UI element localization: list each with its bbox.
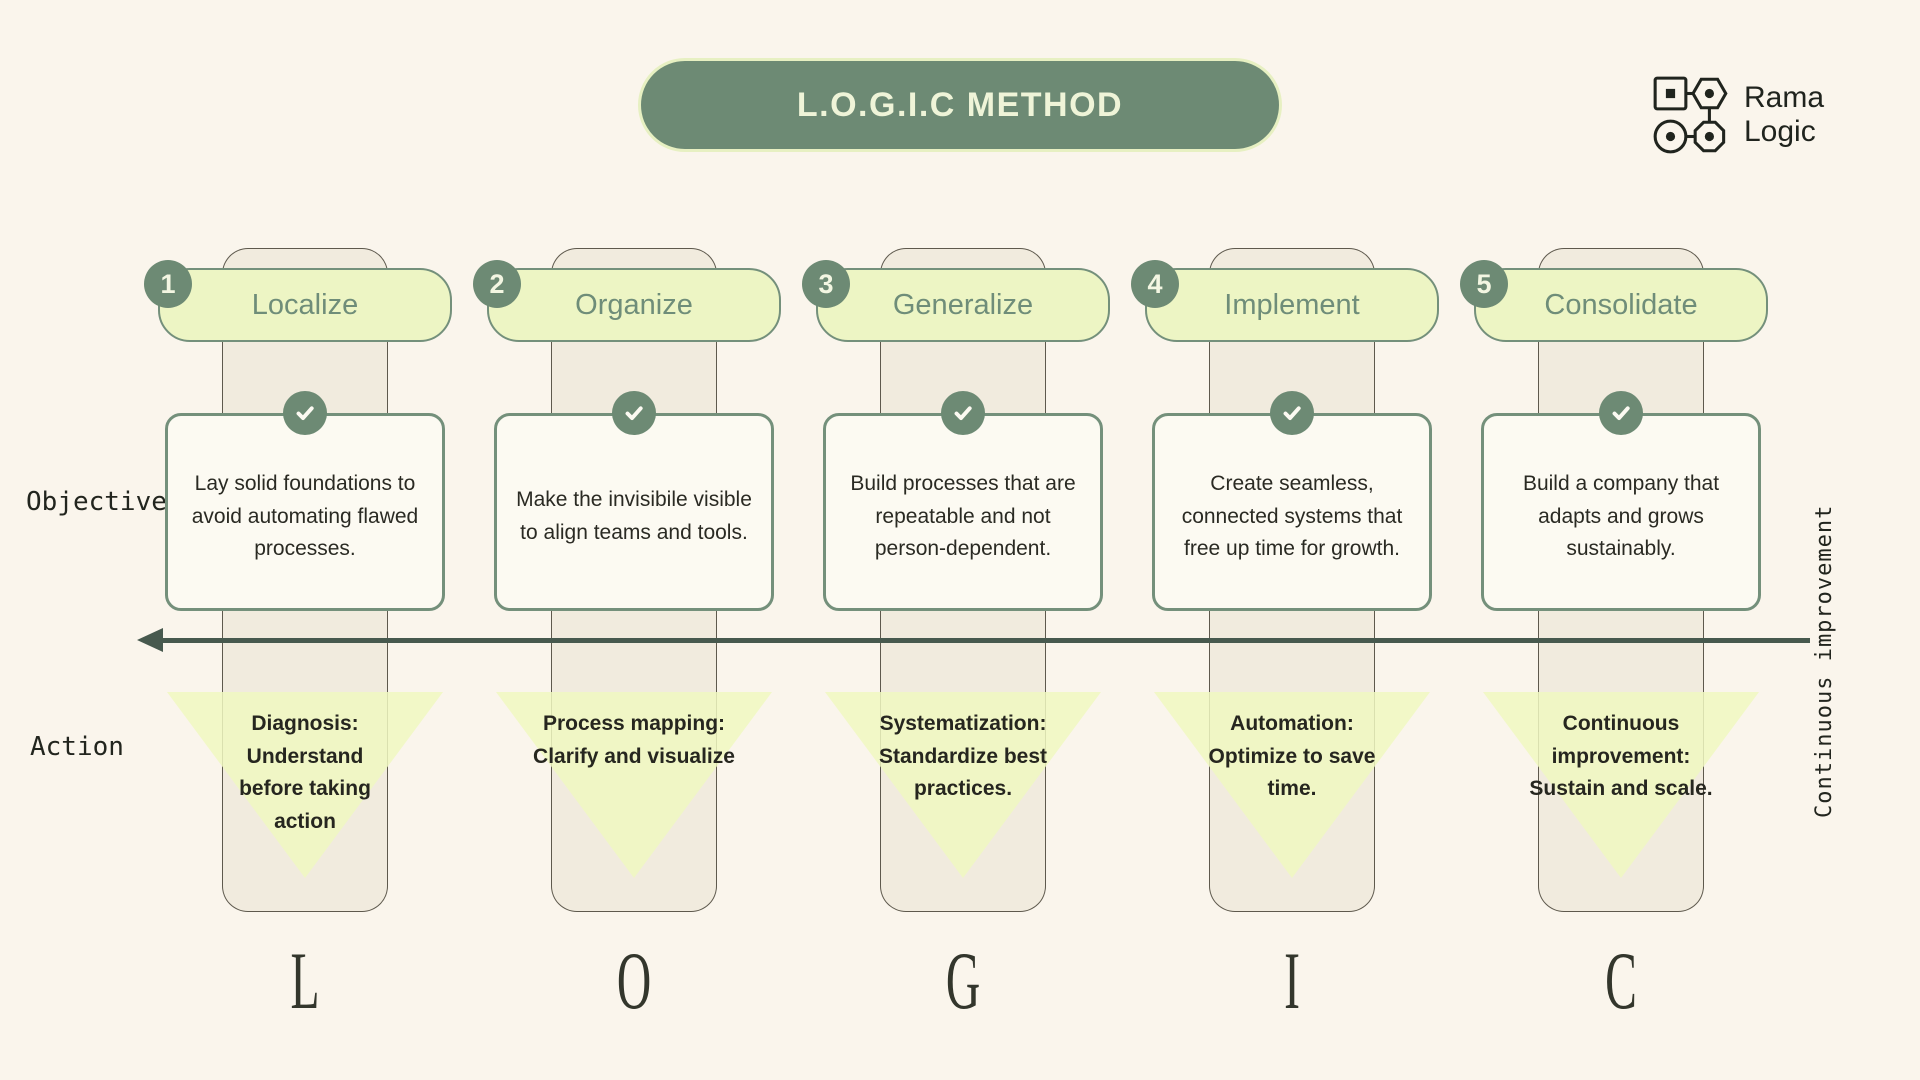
steps-row: Localize 1 Lay solid foundations to avoi… xyxy=(0,248,1920,1080)
objective-card: Lay solid foundations to avoid automatin… xyxy=(165,413,445,611)
title-banner: L.O.G.I.C METHOD xyxy=(638,58,1282,152)
action-text-wrap: Systematization: Standardize best practi… xyxy=(798,708,1128,806)
step-letter: C xyxy=(1605,935,1637,1026)
step-number-badge: 3 xyxy=(802,260,850,308)
step-localize: Localize 1 Lay solid foundations to avoi… xyxy=(140,248,470,1080)
step-letter: L xyxy=(290,935,320,1026)
action-text-wrap: Continuous improvement: Sustain and scal… xyxy=(1456,708,1786,806)
objective-text: Create seamless, connected systems that … xyxy=(1181,472,1403,561)
arrow-left-head-icon xyxy=(137,628,163,652)
checkmark-icon xyxy=(283,391,327,435)
objective-card: Build processes that are repeatable and … xyxy=(823,413,1103,611)
action-text-wrap: Diagnosis: Understand before taking acti… xyxy=(140,708,470,838)
checkmark-icon xyxy=(612,391,656,435)
step-letter: I xyxy=(1284,935,1300,1026)
checkmark-icon xyxy=(941,391,985,435)
objective-text: Make the invisibile visible to align tea… xyxy=(516,488,752,544)
step-consolidate: Consolidate 5 Build a company that adapt… xyxy=(1456,248,1786,1080)
step-number-badge: 4 xyxy=(1131,260,1179,308)
action-text-wrap: Automation: Optimize to save time. xyxy=(1127,708,1457,806)
step-title-pill: Generalize xyxy=(816,268,1110,342)
step-title: Localize xyxy=(251,288,359,321)
step-implement: Implement 4 Create seamless, connected s… xyxy=(1127,248,1457,1080)
step-title-pill: Consolidate xyxy=(1474,268,1768,342)
row-label-action: Action xyxy=(30,732,124,762)
brand-logo: Rama Logic xyxy=(1650,72,1824,158)
action-text: Automation: Optimize to save time. xyxy=(1208,712,1376,801)
objective-card: Build a company that adapts and grows su… xyxy=(1481,413,1761,611)
step-title-pill: Localize xyxy=(158,268,452,342)
objective-card: Make the invisibile visible to align tea… xyxy=(494,413,774,611)
step-generalize: Generalize 3 Build processes that are re… xyxy=(798,248,1128,1080)
step-number-badge: 2 xyxy=(473,260,521,308)
action-text: Continuous improvement: Sustain and scal… xyxy=(1529,712,1713,801)
step-organize: Organize 2 Make the invisibile visible t… xyxy=(469,248,799,1080)
action-text: Diagnosis: Understand before taking acti… xyxy=(239,712,371,833)
step-number-badge: 5 xyxy=(1460,260,1508,308)
objective-text: Lay solid foundations to avoid automatin… xyxy=(191,472,419,561)
step-title: Organize xyxy=(575,288,693,321)
step-title: Generalize xyxy=(892,288,1034,321)
step-title-pill: Implement xyxy=(1145,268,1439,342)
action-text: Process mapping: Clarify and visualize xyxy=(533,712,735,768)
step-title-pill: Organize xyxy=(487,268,781,342)
action-text-wrap: Process mapping: Clarify and visualize xyxy=(469,708,799,773)
checkmark-icon xyxy=(1270,391,1314,435)
continuous-improvement-label: Continuous improvement xyxy=(1812,504,1837,818)
action-text: Systematization: Standardize best practi… xyxy=(878,712,1048,801)
step-letter: O xyxy=(616,935,652,1026)
step-title: Consolidate xyxy=(1544,288,1698,321)
brand-name-line2: Logic xyxy=(1744,115,1816,148)
page-title: L.O.G.I.C METHOD xyxy=(796,85,1124,124)
objective-text: Build processes that are repeatable and … xyxy=(850,472,1076,561)
continuous-improvement-arrow-line xyxy=(152,638,1810,643)
objective-card: Create seamless, connected systems that … xyxy=(1152,413,1432,611)
step-title: Implement xyxy=(1224,288,1360,321)
step-letter: G xyxy=(945,935,981,1026)
brand-name: Rama Logic xyxy=(1744,81,1824,150)
step-number-badge: 1 xyxy=(144,260,192,308)
network-shapes-icon xyxy=(1650,72,1734,158)
objective-text: Build a company that adapts and grows su… xyxy=(1522,472,1720,561)
checkmark-icon xyxy=(1599,391,1643,435)
brand-name-line1: Rama xyxy=(1744,80,1825,114)
row-label-objective: Objective xyxy=(26,487,167,517)
